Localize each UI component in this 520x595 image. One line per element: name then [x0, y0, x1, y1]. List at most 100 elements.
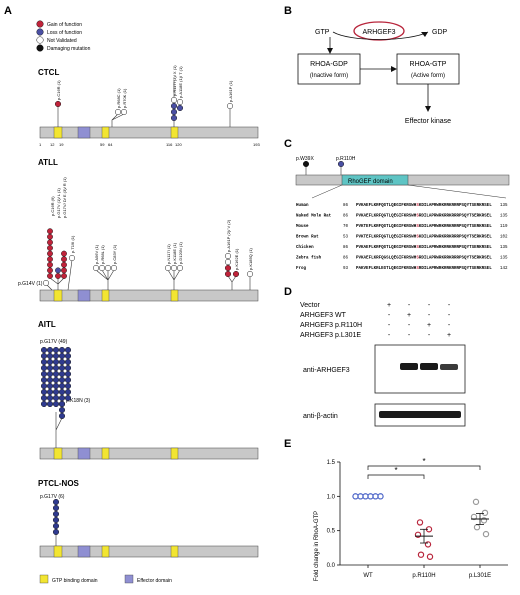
transfection-sign: - — [388, 322, 391, 329]
data-point — [482, 530, 490, 538]
ctcl-mut-label: p.A118E (1)/ T (1) — [178, 66, 183, 98]
ctcl-gtp-domain-2 — [101, 126, 110, 139]
align-sequence: PVKAEFLKRFQGTLQEGIFKRSWHSRDILAPRWRKRRKRR… — [356, 215, 492, 219]
atll-mut-dot — [224, 270, 232, 278]
align-start: 86 — [343, 246, 349, 250]
aitl-mut-dot — [40, 352, 48, 360]
aitl-mut-dot — [64, 382, 72, 390]
aitl-mut-dot — [40, 376, 48, 384]
mut2-dot — [337, 160, 345, 168]
arrow-head-icon — [327, 48, 333, 54]
ptcl-protein-bar — [39, 545, 259, 558]
aitl-mut-dot — [58, 394, 66, 402]
data-point — [416, 519, 424, 526]
aitl-mut-dot — [46, 346, 54, 354]
aitl-mut-dot — [46, 358, 54, 366]
ctcl-tick: 120 — [175, 142, 182, 147]
ctcl-mut-dot — [170, 102, 178, 110]
aitl-mut-dot — [64, 346, 72, 354]
ctcl-title: CTCL — [38, 68, 59, 77]
align-sequence: PVKAEFLKRFQGTLQEGIFKRSWHSKDILAPRWRKRRKRR… — [356, 246, 492, 250]
atll-mut-dot — [61, 261, 67, 268]
panel-label-b: B — [284, 5, 292, 17]
y-tick-label: 0.5 — [327, 529, 336, 535]
atll-mut-dot — [61, 250, 67, 257]
atll-mut-dot — [47, 273, 53, 279]
panel-label-a: A — [4, 5, 12, 17]
align-end: 119 — [500, 225, 508, 229]
blot1-label: anti-ARHGEF3 — [303, 367, 350, 374]
d-row-label: ARHGEF3 p.R110H — [300, 322, 362, 329]
aitl-mut-dot — [46, 394, 54, 402]
atll-mut-dot — [55, 267, 61, 274]
atll-mut-label: p.G17V/ D/ E (3)/ R (1) — [62, 177, 67, 218]
atll-mut-label: p.A56V (1) — [94, 244, 99, 264]
aitl-mut-dot — [58, 400, 66, 408]
transfection-sign: + — [407, 312, 411, 319]
blot-band — [440, 364, 458, 370]
ctcl-effector-domain — [77, 126, 91, 139]
aitl-mut-dot — [58, 352, 66, 360]
mut1-label: p.W39X — [296, 156, 314, 162]
atll-mut-dot — [224, 258, 232, 266]
atll-mut-dot — [47, 228, 53, 235]
align-end: 102 — [500, 236, 508, 240]
species-name: Chicken — [296, 245, 314, 250]
active-title: RHOA-GTP — [410, 61, 447, 68]
inactive-box — [297, 53, 361, 85]
atll-mut-label: p.K118E (1) — [172, 242, 177, 264]
ptcl-mut-dot — [52, 510, 60, 518]
active-sub: (Active form) — [411, 73, 445, 79]
blot2-label: anti-β-actin — [303, 413, 338, 420]
ctcl-mut-dot — [170, 108, 178, 116]
aitl-mut-dot — [46, 400, 54, 408]
atll-mut-dot — [47, 233, 53, 240]
kinase-label: Effector kinase — [405, 118, 451, 125]
aitl-mut-dot — [46, 364, 54, 372]
sig-bracket — [367, 465, 481, 470]
transfection-sign: - — [448, 302, 451, 309]
species-name: Zebra fish — [296, 256, 322, 261]
atll-mut-dot — [104, 264, 112, 272]
aitl-mut-label: p.K18N (3) — [66, 398, 91, 404]
aitl-mut-dot — [52, 388, 60, 396]
atll-mut-dot — [61, 256, 67, 263]
aitl-mut-dot — [52, 352, 60, 360]
ptcl-mut-dot — [52, 528, 60, 536]
align-sequence: PAKVEFLKRLEGTLQEGIFKRSWHSRDILAPRWRKRRKRR… — [356, 267, 492, 271]
aitl-mut-dot — [64, 388, 72, 396]
atll-mut-dot — [92, 264, 100, 272]
damaging-swatch — [36, 44, 44, 52]
aitl-mut-dot — [52, 346, 60, 354]
gtp-domain-label: GTP binding domain — [52, 578, 98, 584]
data-point — [424, 541, 432, 548]
data-point — [470, 513, 478, 521]
aitl-mut-dot — [40, 370, 48, 378]
transfection-sign: + — [387, 302, 391, 309]
data-point — [472, 498, 480, 506]
d-row-label: Vector — [300, 302, 321, 309]
atll-mut-dot — [170, 264, 178, 272]
x-tick-label: p.L301E — [469, 573, 491, 579]
aitl-mut-dot — [58, 346, 66, 354]
loss-swatch — [36, 28, 44, 36]
species-name: Naked Mole Rat — [296, 214, 332, 219]
effector-domain-label: Effector domain — [137, 578, 172, 584]
transfection-sign: - — [448, 322, 451, 329]
species-name: Frog — [296, 267, 307, 271]
atll-protein-bar — [39, 289, 259, 302]
ctcl-gtp-domain-1 — [53, 126, 63, 139]
ctcl-mut-label: p.R68C (1) — [116, 88, 121, 108]
aitl-title: AITL — [38, 320, 56, 329]
panel-label-c: C — [284, 138, 292, 150]
zoom-line-left — [311, 184, 343, 199]
atll-mut-dot — [47, 239, 53, 246]
ctcl-tick: 59 — [100, 142, 105, 147]
transfection-sign: - — [408, 322, 411, 329]
atll-mut-label: p.T19I (1) — [70, 235, 75, 253]
pathway-diagram: GTP GDP ARHGEF3 RHOA-GDP (Inactive form)… — [297, 21, 460, 125]
atll-mut-dot — [232, 270, 240, 278]
x-tick-label: WT — [363, 573, 373, 579]
aitl-mut-dot — [40, 394, 48, 402]
ctcl-tick: 19 — [59, 142, 64, 147]
